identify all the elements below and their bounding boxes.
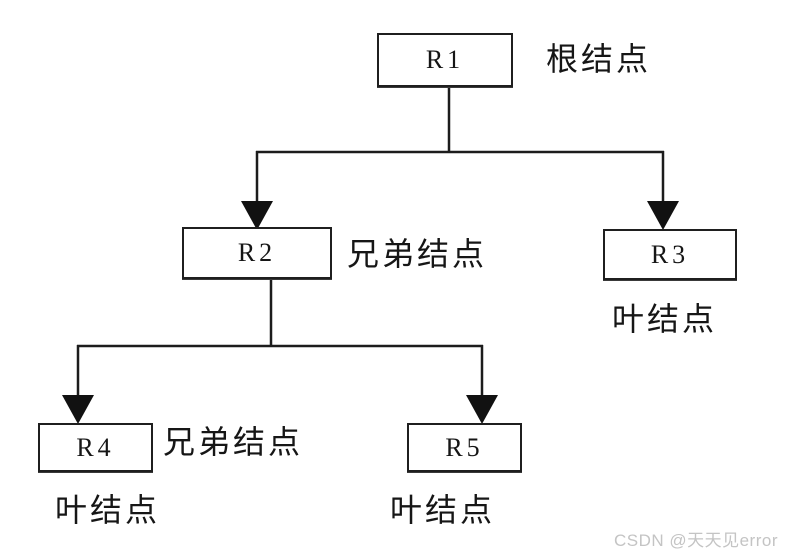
annotation-sibling-r2: 兄弟结点 [347, 236, 488, 272]
arrowhead-to-r3 [647, 201, 679, 230]
annotation-sibling-r4: 兄弟结点 [163, 424, 304, 460]
arrowhead-to-r5 [466, 395, 498, 424]
arrowhead-to-r4 [62, 395, 94, 424]
node-r1: R1 [377, 33, 513, 87]
node-r2-label: R2 [237, 238, 277, 267]
node-r5: R5 [407, 423, 522, 472]
node-r5-label: R5 [445, 432, 484, 462]
csdn-watermark: CSDN @天天见error [613, 531, 778, 550]
arrowhead-to-r2 [241, 201, 273, 230]
annotation-leaf-r4: 叶结点 [55, 492, 161, 528]
node-r3: R3 [603, 229, 737, 280]
node-r2: R2 [182, 227, 332, 279]
node-r1-label: R1 [425, 45, 465, 74]
node-r4: R4 [38, 423, 153, 472]
annotation-root-node: 根结点 [546, 41, 652, 77]
node-r3-label: R3 [650, 239, 690, 269]
annotation-leaf-r3: 叶结点 [612, 301, 718, 337]
annotation-leaf-r5: 叶结点 [390, 492, 496, 528]
node-r4-label: R4 [76, 432, 115, 462]
